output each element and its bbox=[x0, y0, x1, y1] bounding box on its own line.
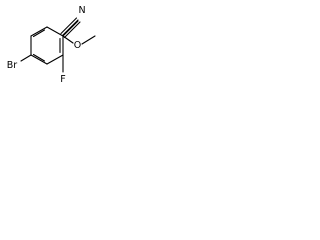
ring-double-inner-3 bbox=[32, 29, 46, 38]
nitrile-bond-2 bbox=[60, 17, 78, 35]
ring-bond-bottom-right bbox=[46, 54, 64, 65]
bromo-bond bbox=[20, 54, 32, 62]
ring-double-inner-2 bbox=[32, 53, 46, 62]
structure-diagram: N O Br F bbox=[7, 5, 96, 85]
ring-bond-top-left bbox=[46, 26, 64, 37]
atom-f-label: F bbox=[60, 74, 65, 85]
nitrile-bond-center bbox=[62, 20, 79, 37]
nitrile-bond-3 bbox=[63, 21, 81, 39]
nitrile-bond-1 bbox=[61, 19, 79, 37]
ring-bond-bottom-left bbox=[30, 54, 48, 65]
atom-o-label: O bbox=[74, 40, 81, 51]
ring-bond-upper-left bbox=[30, 26, 48, 37]
atom-br-label: Br bbox=[7, 60, 18, 71]
atom-n-label: N bbox=[78, 5, 85, 16]
methoxy-bond-o-ch3 bbox=[81, 35, 96, 45]
methoxy-bond-ring-o bbox=[62, 35, 74, 44]
